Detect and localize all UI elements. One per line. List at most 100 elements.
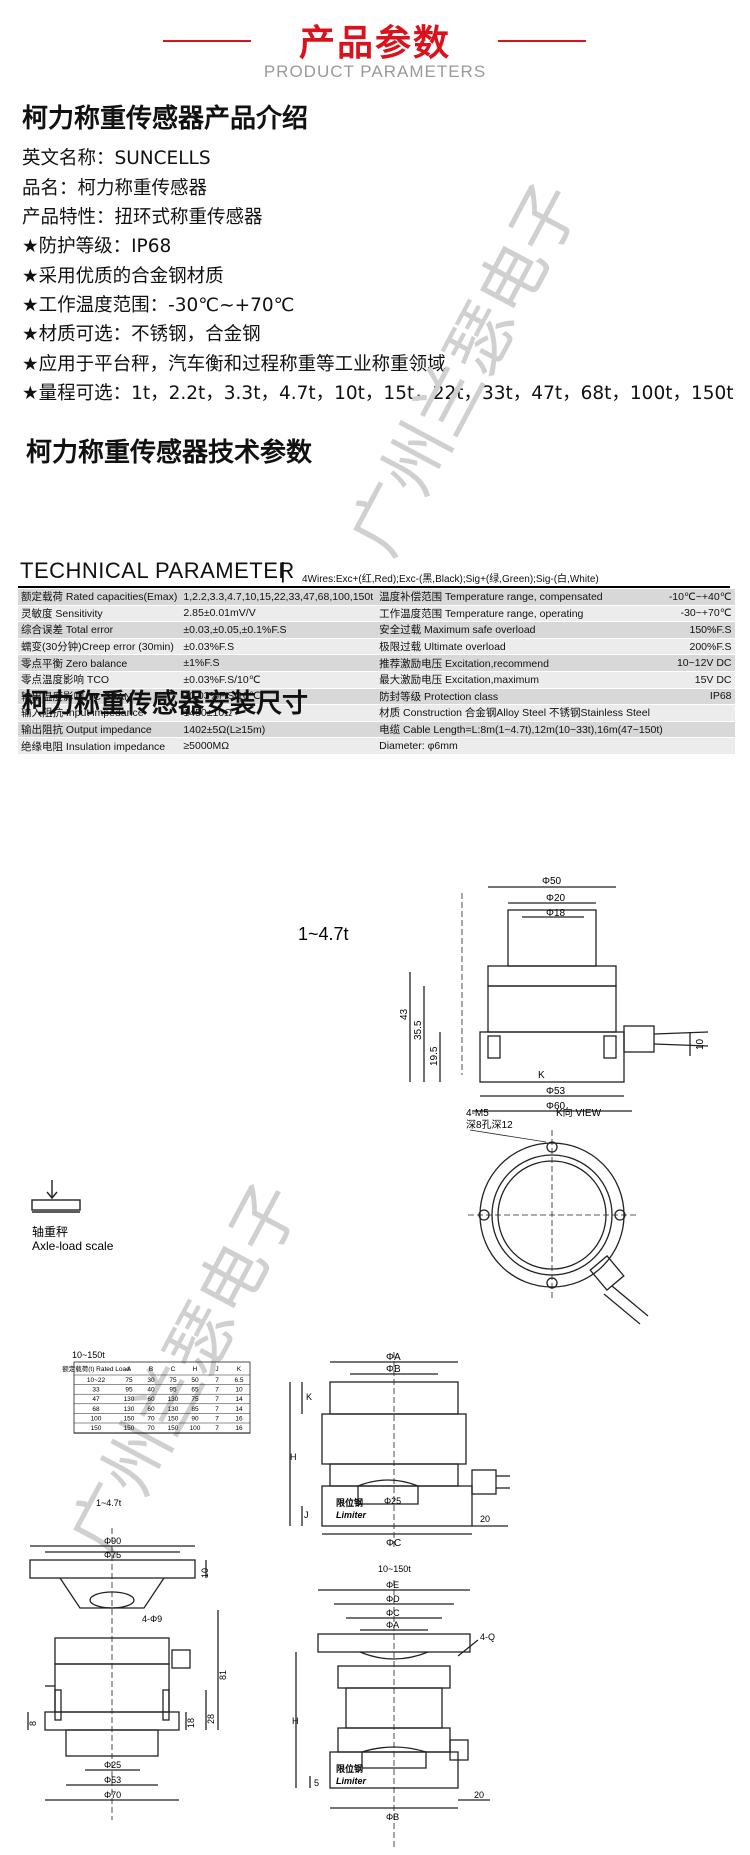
dim-28: 28 [206,1714,216,1724]
dim-table-cell: 100 [190,1425,201,1432]
dim-table-cell: 7 [215,1406,219,1413]
dim-8: 8 [28,1721,38,1726]
intro-line: 英文名称：SUNCELLS [22,148,211,169]
tech-title: 柯力称重传感器技术参数 [26,438,313,468]
install-title: 柯力称重传感器安装尺寸 [22,689,309,719]
tech-parameter-header: TECHNICAL PARAMETER | 4Wires:Exc+(红,Red)… [18,558,730,588]
dim-K: K [306,1392,312,1402]
k-view-depth-label: 深8孔深12 [466,1119,513,1131]
dim-table-cell: 100 [91,1415,102,1422]
intro-line: ★工作温度范围：-30℃~+70℃ [22,295,295,316]
dim-phiC: ΦC [386,1538,401,1549]
dim-J: J [304,1510,309,1520]
dim-table-cell: 10 [235,1387,243,1394]
dim-table-cell: 130 [168,1406,179,1413]
dim-table-cell: 65 [191,1387,199,1394]
tech-table-row: 额定载荷 Rated capacities(Emax)1,2.2,3.3,4.7… [18,589,735,606]
dim-table-header: A [127,1366,132,1373]
dim-table-cell: 33 [92,1387,100,1394]
dim-table-cell: 70 [147,1415,155,1422]
tech-table-cell: Diameter: φ6mm [376,737,666,755]
k-view-holes-label: 4-M5 [466,1108,489,1119]
tech-table-cell: 零点平衡 Zero balance [18,654,181,672]
tech-table-cell: ±0.03,±0.05,±0.1%F.S [180,621,377,639]
sensor-side-view-small [409,886,709,1112]
dim-table-cell: 90 [191,1415,199,1422]
dim-table-cell: 7 [215,1387,219,1394]
dim-table-cell: 14 [235,1396,243,1403]
dim-table-title: 10~150t [72,1350,105,1360]
dim-table-cell: 75 [169,1377,177,1384]
dim-table-cell: 47 [92,1396,100,1403]
header-line-left [163,40,251,42]
wires-info: 4Wires:Exc+(红,Red);Exc-(黑,Black);Sig+(绿,… [302,574,599,585]
dim-phi75: Φ75 [104,1550,121,1560]
tech-table-cell: ≥5000MΩ [180,737,377,755]
tech-table-cell: 安全过载 Maximum safe overload [376,621,666,639]
intro-line: ★采用优质的合金钢材质 [22,266,224,287]
dim-phi25: Φ25 [384,1496,401,1506]
dim-4-phi9: 4-Φ9 [142,1614,162,1624]
tech-table-cell: 材质 Construction 合金钢Alloy Steel 不锈钢Stainl… [376,704,666,722]
dim-table-border [73,1361,251,1434]
dim-table-cell: 70 [147,1425,155,1432]
tech-table-cell: -10℃~+40℃ [665,589,735,606]
tech-table-cell: ±0.03%F.S/10℃ [180,688,377,706]
tech-table-cell: 1,2.2,3.3,4.7,10,15,22,33,47,68,100,150t [180,589,377,606]
dim-H2: H [292,1716,299,1726]
dim-table-cell: 150 [168,1415,179,1422]
dim-table-cell: 7 [215,1377,219,1384]
dim-table-cell: 130 [124,1396,135,1403]
dim-table-header: J [215,1366,218,1373]
dim-phiB: ΦB [386,1364,401,1375]
heading-rule [18,586,730,588]
tech-table-cell: -30~+70℃ [665,605,735,623]
dim-table-cell: 150 [124,1415,135,1422]
tech-table-cell: 2.85±0.01mV/V [180,605,377,623]
page-header-title: 产品参数 [298,23,451,64]
axle-load-scale-cn: 轴重秤 [32,1224,68,1239]
tech-table-row: 绝缘电阻 Insulation impedance≥5000MΩ Diamete… [18,737,735,755]
tech-table-cell: 10~12V DC [665,654,735,672]
intro-line: ★材质可选：不锈钢，合金钢 [22,324,261,345]
dim-table-cell: 60 [147,1396,155,1403]
dim-k: K [538,1070,545,1081]
tech-table-cell: 推荐激励电压 Excitation,recommend [376,654,666,672]
dim-table-header: C [171,1366,176,1373]
tech-table-cell: 15V DC [665,671,735,689]
dim-table-cell: 7 [215,1425,219,1432]
low-right-title: 10~150t [378,1564,411,1574]
dim-phiA2: ΦA [386,1620,399,1630]
dim-table-cell: 40 [147,1387,155,1394]
axle-load-scale-icon [31,1180,81,1213]
dim-phiB2: ΦB [386,1812,399,1822]
dim-table-header: H [193,1366,198,1373]
tech-table-cell: 输入阻抗 Input impedance [18,704,181,722]
dim-table-cell: 60 [147,1406,155,1413]
tech-table-cell [665,737,735,755]
dim-table-cell: 95 [169,1387,177,1394]
dim-10b: 10 [200,1568,210,1578]
intro-line: ★量程可选：1t，2.2t，3.3t，4.7t，10t，15t，22t，33t，… [22,383,734,404]
range-small-label: 1~4.7t [298,924,349,944]
dim-table-header: B [149,1366,153,1373]
dim-table-cell: 130 [168,1396,179,1403]
tech-table-cell: ±1%F.S [180,654,377,672]
dim-table-cell: 7 [215,1415,219,1422]
tech-table-cell: 额定载荷 Rated capacities(Emax) [18,589,181,606]
dim-table-header: 额定载荷(t) Rated Load [62,1364,130,1373]
dim-table-cell: 30 [147,1377,155,1384]
dim-20: 20 [480,1514,490,1524]
tech-table-cell: 输出阻抗 Output impedance [18,721,181,739]
dim-table-cell: 75 [125,1377,133,1384]
dim-table-cell: 14 [235,1406,243,1413]
k-view-label: K向 VIEW [556,1106,602,1119]
limiter-en-2: Limiter [336,1776,367,1786]
intro-line: ★应用于平台秤，汽车衡和过程称重等工业称重领域 [22,354,446,375]
